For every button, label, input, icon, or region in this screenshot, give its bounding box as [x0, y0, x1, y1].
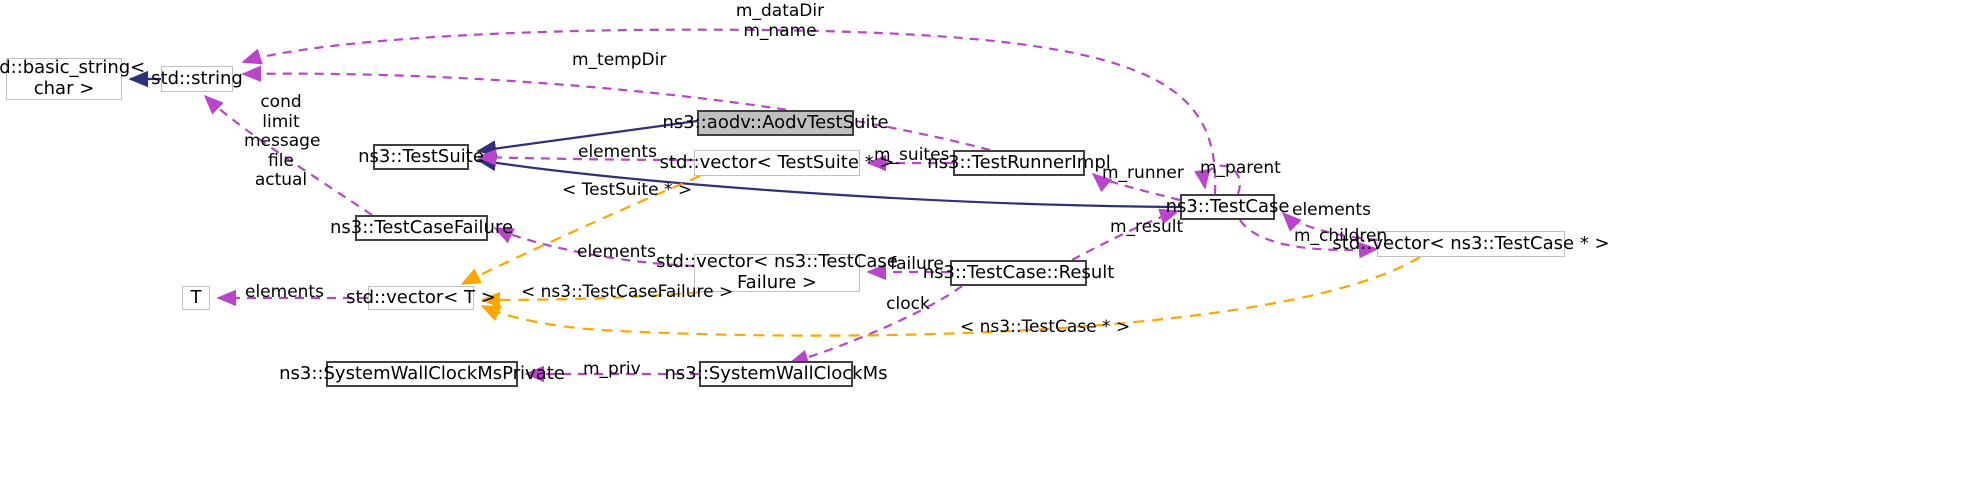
edge-result-to-wallclock-clock: [788, 285, 963, 366]
node-ns3-testrunnerimpl[interactable]: ns3::TestRunnerImpl: [927, 150, 1111, 176]
edge-label-m-suites: m_suites: [874, 145, 950, 165]
node-ns3-testcase-result[interactable]: ns3::TestCase::Result: [923, 260, 1114, 286]
node-ns3-testcasefailure[interactable]: ns3::TestCaseFailure: [330, 215, 513, 241]
node-std-vector-ns3-testcasefailure[interactable]: std::vector< ns3::TestCase Failure >: [656, 251, 898, 293]
node-std-vector-t[interactable]: std::vector< T >: [346, 286, 496, 310]
node-ns3-systemwallclockms[interactable]: ns3::SystemWallClockMs: [665, 361, 888, 387]
edge-label-m-parent: m_parent: [1200, 158, 1281, 178]
edge-label-template-testcase-ptr: < ns3::TestCase * >: [960, 317, 1131, 337]
edge-label-m-priv: m_priv: [583, 359, 641, 379]
edge-label-m-result: m_result: [1110, 217, 1184, 237]
edge-label-failure: failure: [890, 254, 944, 274]
node-std-string[interactable]: std::string: [151, 66, 243, 92]
edge-label-m-tempdir: m_tempDir: [572, 50, 667, 70]
edge-label-elements-t: elements: [245, 282, 324, 302]
node-ns3-systemwallclockmsprivate[interactable]: ns3::SystemWallClockMsPrivate: [279, 361, 565, 387]
edge-label-elements-testcase: elements: [1292, 200, 1371, 220]
edge-label-clock: clock: [886, 294, 930, 314]
node-std-vector-ns3-testcase-ptr[interactable]: std::vector< ns3::TestCase * >: [1332, 231, 1610, 257]
node-ns3-aodv-aodvtestsuite[interactable]: ns3::aodv::AodvTestSuite: [662, 110, 889, 136]
node-ns3-testcase[interactable]: ns3::TestCase: [1166, 194, 1289, 220]
edge-label-elements-testsuite: elements: [578, 142, 657, 162]
edge-label-m-runner: m_runner: [1102, 163, 1184, 183]
node-std-vector-testsuite-ptr[interactable]: std::vector< TestSuite * >: [660, 150, 894, 176]
edge-label-failure-fields: cond limit message file actual: [244, 92, 321, 191]
node-ns3-testsuite[interactable]: ns3::TestSuite: [358, 144, 484, 170]
edge-label-template-testsuite-ptr: < TestSuite * >: [562, 180, 693, 200]
edge-label-elements-failure: elements: [577, 242, 656, 262]
edge-label-template-testcasefailure: < ns3::TestCaseFailure >: [521, 282, 734, 302]
node-std-basic-string[interactable]: std::basic_string< char >: [0, 57, 146, 100]
node-template-param-t[interactable]: T: [182, 286, 210, 310]
edge-label-m-datadir-m-name: m_dataDir m_name: [735, 1, 825, 41]
edge-label-m-children: m_children: [1294, 226, 1388, 246]
